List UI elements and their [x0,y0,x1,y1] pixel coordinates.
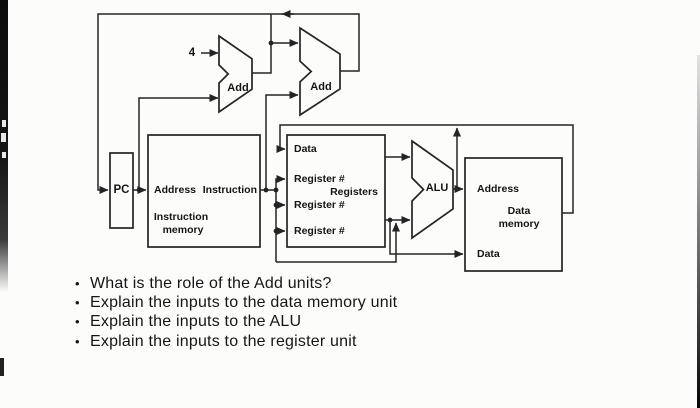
question-text: Explain the inputs to the ALU [90,313,302,331]
imem-port-address: Address [154,184,196,196]
question-text: Explain the inputs to the register unit [90,332,357,350]
instruction-memory-box [147,134,261,248]
adder1-shape [218,34,253,114]
imem-title-line2: memory [163,224,204,236]
scan-artifact-right-edge [697,55,700,408]
question-item: • Explain the inputs to the register uni… [75,332,635,351]
dmem-port-data: Data [477,248,500,260]
wire-readdata2-to-dmem-data [389,220,464,258]
alu-shape [411,139,454,240]
junction-dot [136,187,142,193]
pc-box [109,152,134,229]
imem-title-line1: Instruction [154,211,208,223]
registers-title: Registers [330,186,378,198]
wire-instruction-to-adder2 [265,91,299,190]
registers-box [286,134,386,248]
bullet-icon: • [75,314,80,330]
bullet-icon: • [75,276,80,291]
wire-dmem-writeback-to-registers [276,124,574,214]
junction-dot [268,40,274,46]
data-memory-box [464,157,563,272]
junction-dot [273,187,279,193]
constant-four-label: 4 [189,47,196,59]
adder2-shape [299,26,341,117]
scan-artifact-left-bar [0,0,8,292]
question-text: What is the role of the Add units? [90,275,332,292]
question-list: • What is the role of the Add units? • E… [75,274,635,351]
alu-label: ALU [426,182,449,194]
wire-pc-to-adder1 [138,94,219,190]
bullet-icon: • [75,333,80,349]
registers-port-data: Data [294,143,317,155]
question-text: Explain the inputs to the data memory un… [90,294,398,312]
registers-port-register2: Register # [294,199,345,211]
junction-dots [136,40,460,234]
question-item: • Explain the inputs to the ALU [75,312,635,331]
scan-artifact-left-blob [0,358,4,376]
wire-instruction-to-register1 [275,175,286,190]
registers-port-register1: Register # [294,173,345,185]
pc-label: PC [114,184,130,196]
dmem-title-line2: memory [499,218,540,230]
question-item: • What is the role of the Add units? [75,274,635,293]
junction-dot [387,217,393,223]
wire-nextpc-feedback [97,13,360,194]
dmem-title-line1: Data [508,205,531,217]
dmem-port-address: Address [477,183,519,195]
junction-dot [263,187,269,193]
junction-dot [273,202,279,208]
junction-dot [454,186,460,192]
junction-dot [273,228,279,234]
wire-adder1-output [252,14,272,74]
imem-port-instruction: Instruction [203,184,257,196]
registers-port-register3: Register # [294,225,345,237]
bullet-icon: • [75,295,80,311]
wire-instruction-offset-to-alu [276,222,400,263]
question-item: • Explain the inputs to the data memory … [75,293,635,312]
adder2-label: Add [310,81,331,93]
adder1-label: Add [227,82,248,94]
